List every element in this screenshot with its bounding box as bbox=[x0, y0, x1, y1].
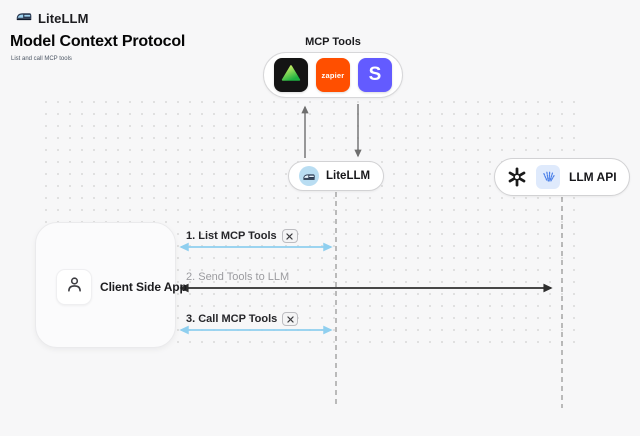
person-icon-box bbox=[56, 269, 92, 305]
tools-icon bbox=[281, 229, 298, 243]
arrow-label-send-tools-to-llm: 2. Send Tools to LLM bbox=[186, 271, 289, 283]
litellm-node-label: LiteLLM bbox=[326, 170, 371, 182]
client-side-app-node: Client Side App bbox=[35, 222, 187, 348]
zapier-tool: zapier bbox=[316, 58, 350, 92]
arrow-label-call-mcp-tools: 3. Call MCP Tools bbox=[186, 312, 299, 326]
stripe-tool: S bbox=[358, 58, 392, 92]
green-triangle-tool bbox=[274, 58, 308, 92]
arrow-label-1-text: 1. List MCP Tools bbox=[186, 230, 277, 242]
arrow-label-list-mcp-tools: 1. List MCP Tools bbox=[186, 229, 298, 243]
mcp-tools-label: MCP Tools bbox=[305, 36, 361, 48]
client-side-app-label: Client Side App bbox=[100, 280, 187, 294]
tools-icon bbox=[282, 312, 299, 326]
person-icon bbox=[64, 274, 85, 300]
litellm-node: LiteLLM bbox=[288, 161, 384, 191]
brand: LiteLLM bbox=[15, 9, 89, 27]
s-letter-icon: S bbox=[368, 63, 382, 85]
mcp-tools-node: zapier S bbox=[263, 52, 403, 98]
llm-api-node: LLM API bbox=[494, 158, 630, 196]
page-subtitle: List and call MCP tools bbox=[11, 56, 72, 62]
brand-name: LiteLLM bbox=[38, 10, 89, 26]
green-triangle-icon bbox=[280, 62, 302, 89]
arrow-label-2-text: 2. Send Tools to LLM bbox=[186, 271, 290, 283]
openai-icon bbox=[504, 164, 530, 190]
blue-hand-provider-icon bbox=[536, 165, 560, 189]
page-title: Model Context Protocol bbox=[10, 33, 186, 50]
llm-api-node-label: LLM API bbox=[569, 170, 617, 184]
litellm-train-icon bbox=[299, 166, 319, 186]
litellm-logo-icon bbox=[15, 9, 33, 27]
zapier-icon: zapier bbox=[321, 70, 345, 80]
arrow-label-3-text: 3. Call MCP Tools bbox=[186, 313, 278, 325]
